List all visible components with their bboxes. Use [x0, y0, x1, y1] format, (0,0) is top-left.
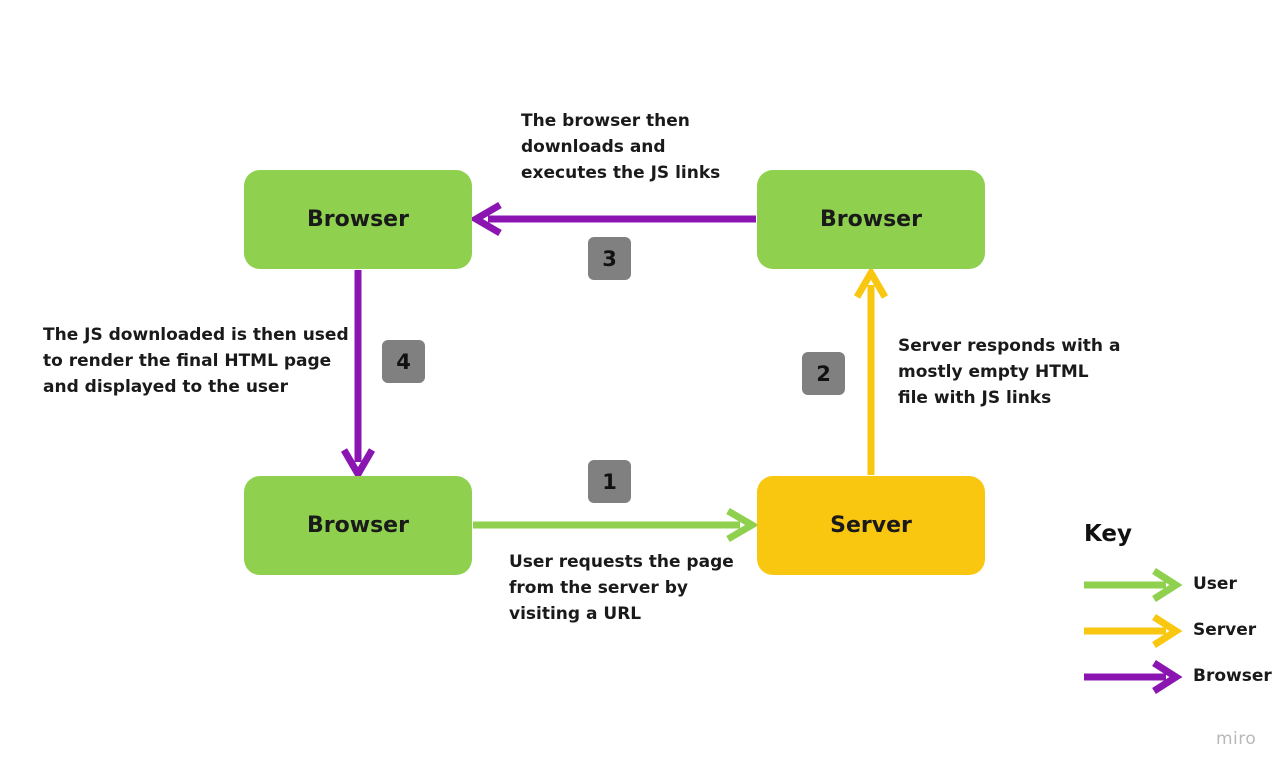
- node-label: Browser: [307, 207, 409, 232]
- key-arrow-browser: [1084, 660, 1183, 694]
- node-browser-top-left[interactable]: Browser: [244, 170, 472, 269]
- arrow-user-request: [473, 507, 759, 543]
- node-browser-top-right[interactable]: Browser: [757, 170, 985, 269]
- step-badge-4: 4: [382, 340, 425, 383]
- step-badge-2: 2: [802, 352, 845, 395]
- note-step-3: The browser then downloads and executes …: [521, 111, 721, 183]
- key-label-user: User: [1193, 574, 1237, 594]
- note-step-4: The JS downloaded is then used to render…: [43, 325, 349, 397]
- note-step-2: Server responds with a mostly empty HTML…: [898, 336, 1121, 408]
- node-label: Browser: [307, 513, 409, 538]
- key-title: Key: [1084, 521, 1133, 547]
- note-step-1: User requests the page from the server b…: [509, 552, 734, 624]
- node-browser-bottom-left[interactable]: Browser: [244, 476, 472, 575]
- key-arrow-user: [1084, 568, 1183, 602]
- step-badge-3: 3: [588, 237, 631, 280]
- node-label: Server: [830, 513, 912, 538]
- node-label: Browser: [820, 207, 922, 232]
- miro-watermark: miro: [1216, 729, 1257, 749]
- arrow-render-page: [340, 270, 376, 481]
- step-badge-1: 1: [588, 460, 631, 503]
- arrow-download-js: [469, 201, 756, 237]
- arrow-server-response: [853, 266, 889, 475]
- key-label-server: Server: [1193, 620, 1257, 640]
- key-arrow-server: [1084, 614, 1183, 648]
- key-label-browser: Browser: [1193, 666, 1272, 686]
- node-server[interactable]: Server: [757, 476, 985, 575]
